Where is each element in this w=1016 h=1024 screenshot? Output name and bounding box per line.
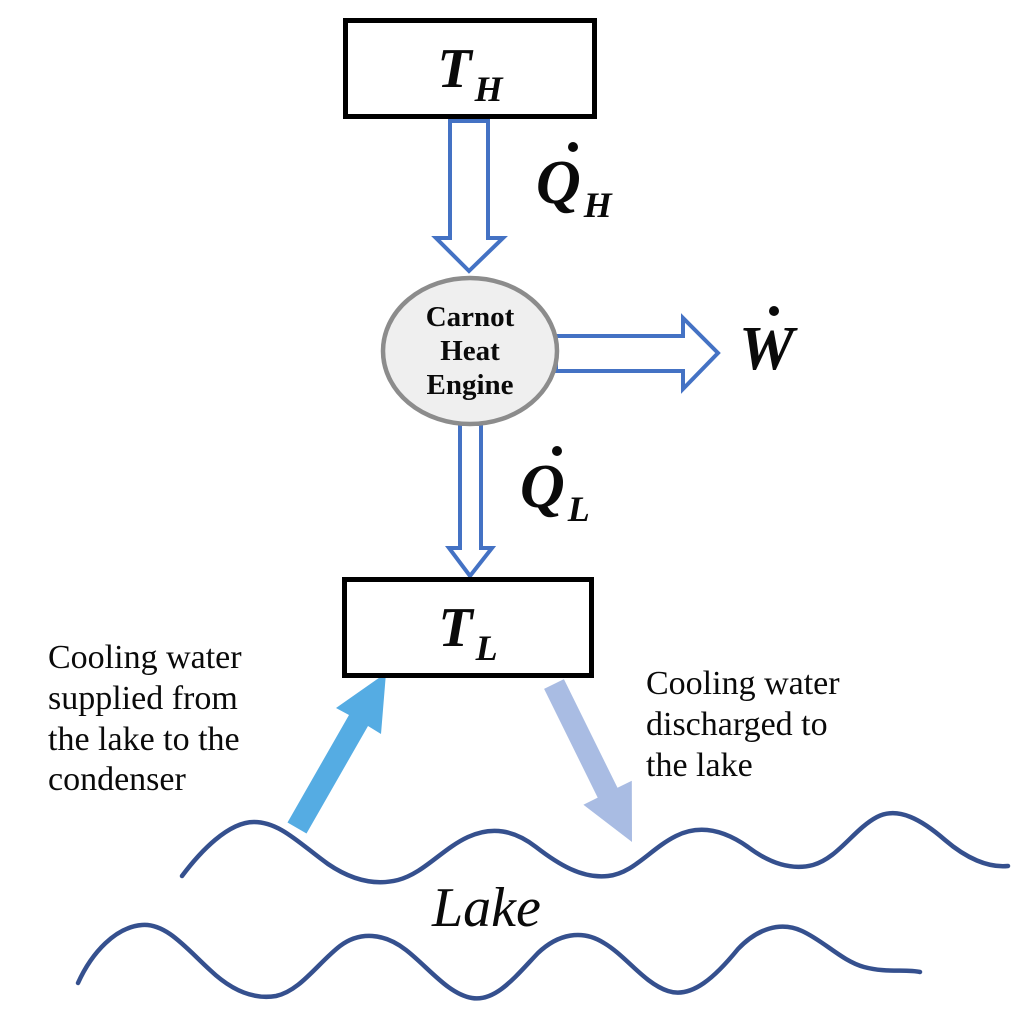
heat-out-label: QL xyxy=(520,446,590,527)
heat-in-symbol: Q xyxy=(536,149,581,217)
engine-ellipse xyxy=(380,275,560,427)
discharge-note-line3: the lake xyxy=(646,746,753,784)
supply-note: Cooling water supplied from the lake to … xyxy=(48,638,242,801)
supply-note-line1: Cooling water xyxy=(48,639,242,676)
heat-out-symbol: Q xyxy=(520,453,565,521)
hot-reservoir-label: TH xyxy=(437,37,502,107)
rate-dot xyxy=(552,446,562,456)
lake-wave-upper xyxy=(179,810,1011,885)
heat-in-label: QH xyxy=(536,142,612,223)
heat-in-subscript: H xyxy=(583,185,612,225)
cold-reservoir-symbol: T xyxy=(438,596,473,659)
discharge-note: Cooling water discharged to the lake xyxy=(646,664,840,786)
cold-reservoir-label: TL xyxy=(438,596,497,666)
engine-label: Carnot Heat Engine xyxy=(383,280,557,422)
heat-out-subscript: L xyxy=(567,489,590,529)
cold-reservoir-box: TL xyxy=(342,577,594,678)
supply-note-line2: supplied from xyxy=(48,679,238,717)
hot-reservoir-box: TH xyxy=(343,18,597,119)
engine-label-line3: Engine xyxy=(426,369,514,402)
engine-label-line1: Carnot xyxy=(425,300,515,333)
rate-dot xyxy=(568,142,578,152)
supply-note-line3: the lake to the xyxy=(48,720,240,758)
work-label: W xyxy=(739,306,795,383)
rate-dot xyxy=(769,306,779,316)
lake-label: Lake xyxy=(432,877,541,939)
supply-water-arrow xyxy=(287,673,386,834)
work-arrow xyxy=(554,313,721,394)
discharge-note-line2: discharged to xyxy=(646,705,828,743)
cold-reservoir-subscript: L xyxy=(475,627,498,668)
hot-reservoir-subscript: H xyxy=(474,68,503,109)
heat-out-arrow xyxy=(445,422,497,580)
heat-in-arrow xyxy=(431,119,508,274)
hot-reservoir-symbol: T xyxy=(437,37,472,100)
discharge-note-line1: Cooling water xyxy=(646,665,840,702)
work-symbol: W xyxy=(739,315,795,383)
discharge-water-arrow xyxy=(544,679,632,842)
engine-label-line2: Heat xyxy=(440,334,500,367)
supply-note-line4: condenser xyxy=(48,761,186,799)
lake-wave-lower xyxy=(75,922,923,1001)
